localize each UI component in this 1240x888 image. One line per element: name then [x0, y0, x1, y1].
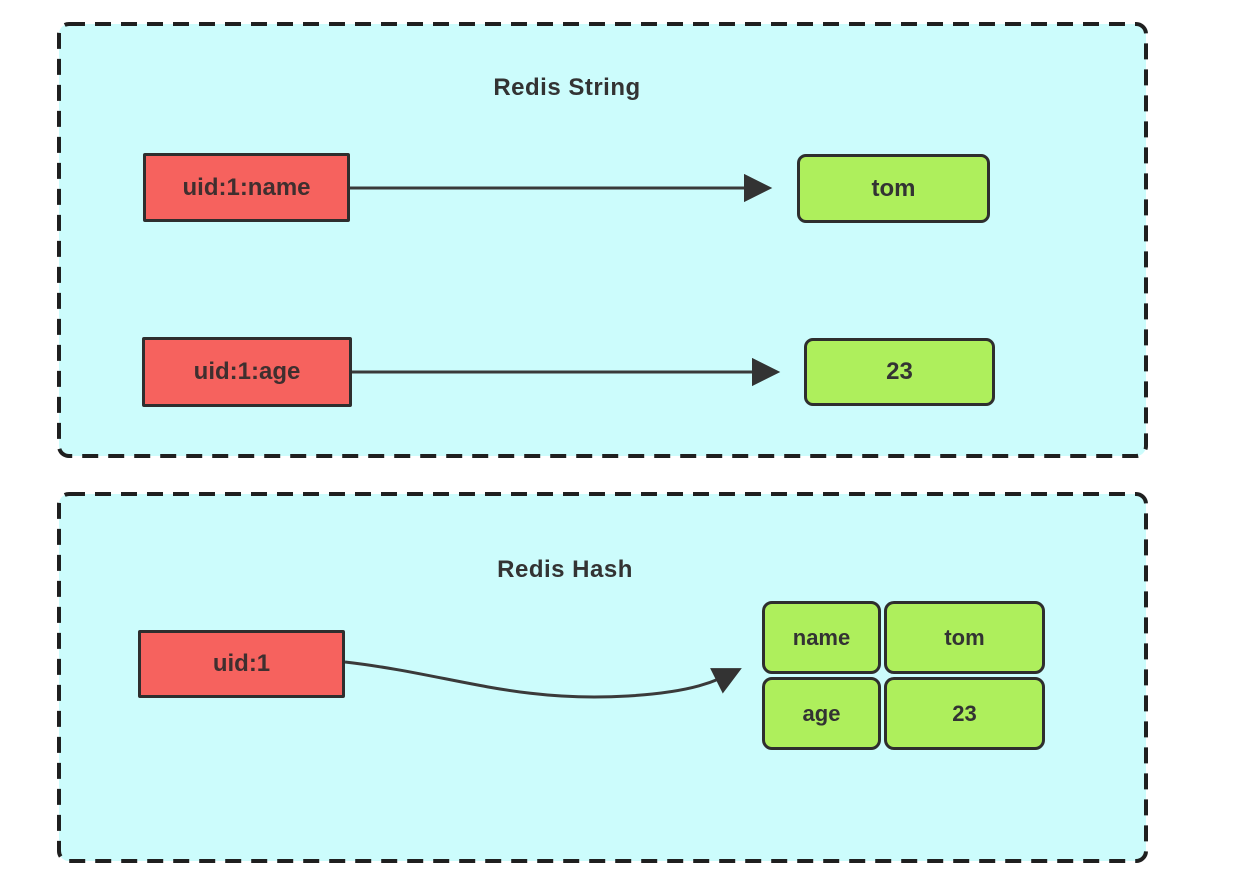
hash-field-cell-age: age — [762, 677, 881, 750]
value-box-tom: tom — [797, 154, 990, 223]
key-box-uid-1-name: uid:1:name — [143, 153, 350, 222]
hash-field-cell-name: name — [762, 601, 881, 674]
hash-value-cell-23: 23 — [884, 677, 1045, 750]
key-box-uid-1-age: uid:1:age — [142, 337, 352, 407]
key-box-uid-1: uid:1 — [138, 630, 345, 698]
arrow-uid1-to-hash-table — [344, 660, 742, 699]
redis-hash-panel — [57, 492, 1148, 863]
value-box-23: 23 — [804, 338, 995, 406]
panel-title-redis-string: Redis String — [493, 74, 641, 101]
hash-value-cell-tom: tom — [884, 601, 1045, 674]
panel-title-redis-hash: Redis Hash — [497, 556, 633, 583]
